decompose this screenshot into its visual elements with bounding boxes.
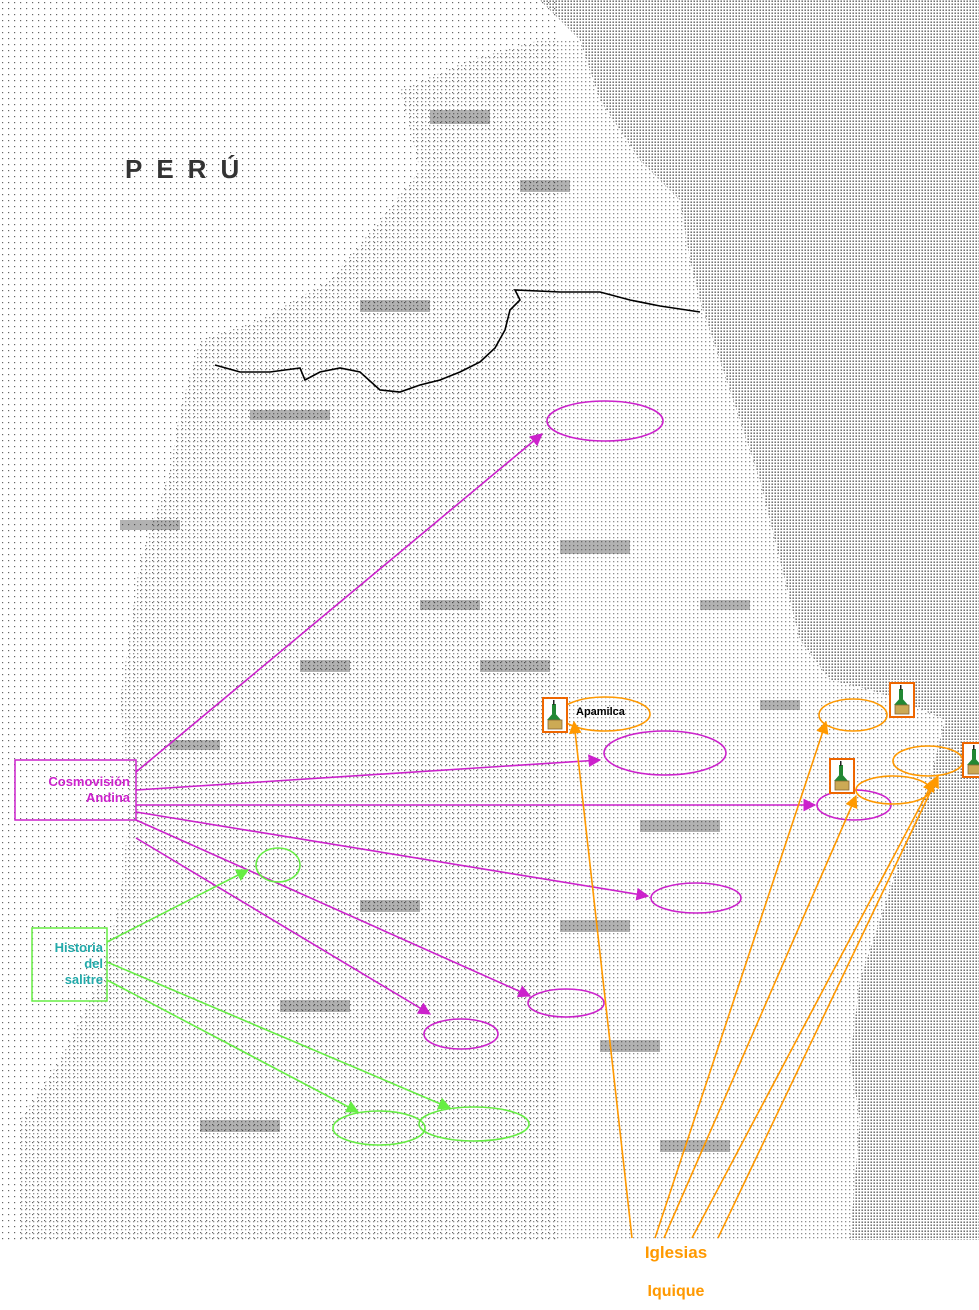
church-icon[interactable] [829,758,855,794]
iglesias-label-line1: Iglesias [645,1243,707,1262]
place-label-apamilca: Apamilca [576,706,626,718]
salitre-arrows [106,869,452,1113]
salitre-label-line2: del [84,956,103,971]
land-area [20,40,945,1240]
country-label: PERÚ [125,154,253,184]
sea-area [540,0,979,1240]
salitre-legend-box[interactable] [31,927,108,1002]
cosmovision-targets[interactable] [423,400,892,1050]
church-icon[interactable] [542,697,568,733]
cosmovision-label-line1: Cosmovisión [48,774,130,789]
iglesias-label-line2: Iquique [648,1283,705,1300]
map-texture [120,110,800,1152]
church-icon[interactable] [889,682,915,718]
iglesias-arrows [568,720,939,1239]
cosmovision-arrows [135,433,817,1015]
border-line [214,289,701,393]
salitre-label-line1: Historia [55,940,104,955]
cosmovision-label-line2: Andina [86,790,131,805]
church-icon[interactable] [962,742,979,778]
salitre-label-line3: salitre [65,972,103,987]
salitre-targets[interactable] [255,847,530,1146]
